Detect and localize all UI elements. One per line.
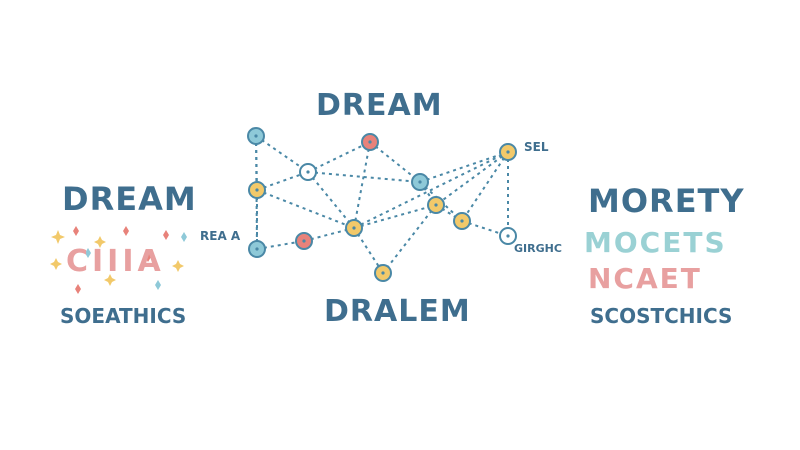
right-art-line1: MOCETS (584, 226, 727, 259)
left-decorative-art: CIIIA (48, 222, 193, 300)
network-node (411, 173, 429, 191)
right-art-line2: NCAET (588, 262, 702, 295)
network-edge (435, 151, 509, 206)
left-title: DREAM (62, 180, 197, 218)
network-edge (256, 171, 309, 191)
sparkle-icon (50, 226, 187, 294)
right-decorative-art: MOCETS NCAET (584, 226, 754, 302)
label-top-right: SEL (524, 140, 549, 154)
network-edge (353, 141, 371, 229)
network-node (499, 227, 517, 245)
network-edge (435, 204, 463, 222)
network-node (345, 219, 363, 237)
center-subtitle: DRALEM (324, 294, 471, 329)
network-edge (353, 204, 437, 229)
network-edge (419, 151, 509, 183)
network-node (453, 212, 471, 230)
network-node (361, 133, 379, 151)
label-left: REA A (200, 229, 241, 243)
network-node (248, 181, 266, 199)
network-node (247, 127, 265, 145)
center-title: DREAM (316, 88, 443, 123)
network-node (248, 240, 266, 258)
network-edge (256, 189, 355, 229)
network-edge (307, 171, 355, 229)
network-edge (369, 141, 421, 183)
network-edge (353, 151, 509, 229)
network-edge (382, 204, 437, 274)
network-edge (255, 135, 309, 173)
label-bottom-right: GIRGHC (514, 242, 562, 255)
network-edge (307, 141, 371, 173)
network-node (374, 264, 392, 282)
network-node (295, 232, 313, 250)
network-node (499, 143, 517, 161)
network-node (427, 196, 445, 214)
left-subtitle: SOEATHICS (60, 304, 187, 328)
left-art-text: CIIIA (66, 244, 165, 279)
right-title: MORETY (588, 182, 745, 220)
network-node (299, 163, 317, 181)
right-subtitle: SCOSTCHICS (590, 304, 733, 328)
network-edge (461, 151, 509, 222)
